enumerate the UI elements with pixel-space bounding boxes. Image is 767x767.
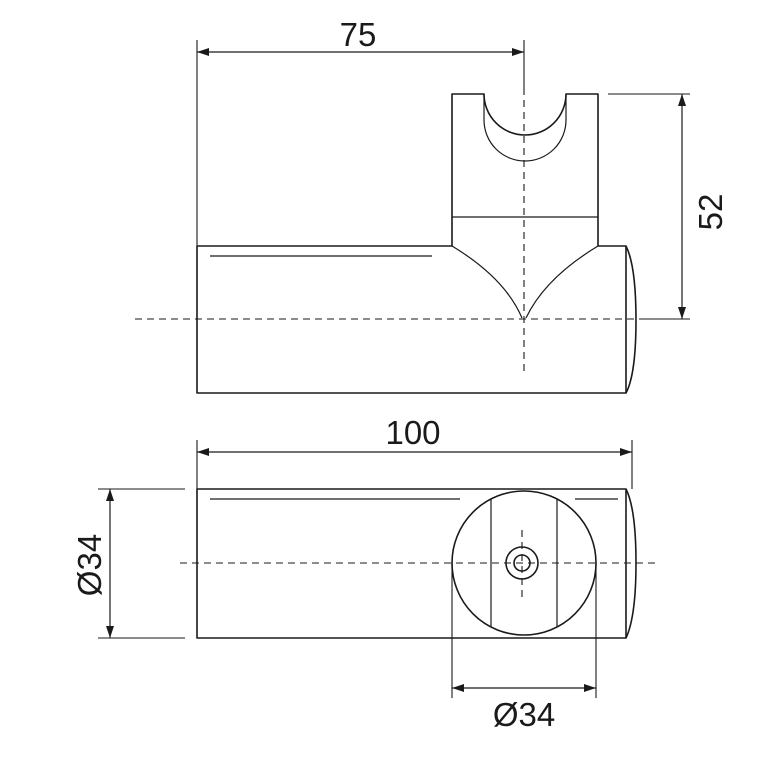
cradle-inner	[483, 94, 567, 162]
side-view: 75 52	[135, 16, 729, 394]
dim-label-dia-left: Ø34	[71, 534, 108, 596]
saddle-curve-left	[451, 245, 523, 319]
saddle-curve-right	[525, 245, 599, 319]
dim-label-52: 52	[692, 194, 729, 231]
end-cap	[625, 245, 637, 394]
dim-label-100: 100	[385, 414, 440, 451]
plan-view: 100 Ø34 Ø34	[71, 414, 660, 733]
dim-label-dia-circle: Ø34	[493, 696, 555, 733]
dim-label-75: 75	[340, 16, 377, 53]
